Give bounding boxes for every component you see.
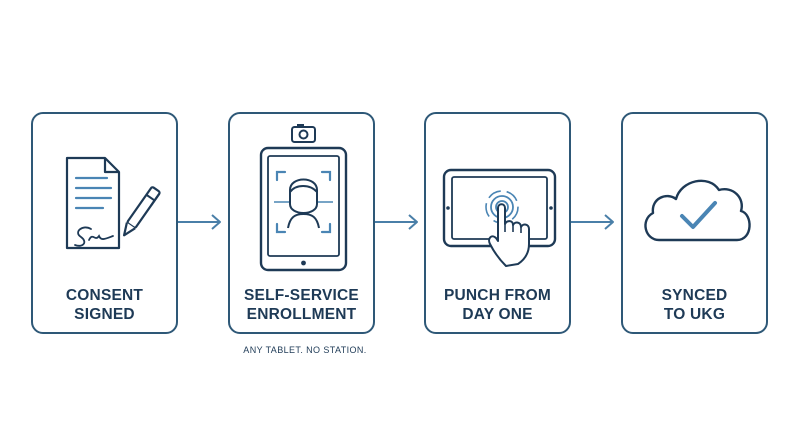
step-label-line: TO UKG	[663, 306, 726, 323]
step-label-line: SELF-SERVICE	[244, 287, 359, 304]
step-label-line: DAY ONE	[462, 306, 533, 323]
step-card-consent-signed: CONSENT SIGNED	[31, 112, 178, 334]
tablet-face-scan-icon	[259, 124, 348, 272]
signed-document-icon	[65, 156, 161, 250]
arrow-right-icon	[375, 214, 418, 230]
step-label: PUNCH FROM DAY ONE	[426, 286, 569, 324]
hand-tapping-tablet-icon	[442, 168, 557, 267]
step-label-line: CONSENT	[65, 287, 144, 304]
step-card-synced-to-ukg: SYNCED TO UKG	[621, 112, 768, 334]
step-label-line: ENROLLMENT	[246, 306, 357, 323]
camera-icon	[291, 124, 316, 143]
step-label-line: SIGNED	[74, 306, 135, 323]
step-note: ANY TABLET. NO STATION.	[243, 345, 367, 355]
step-label-line: SYNCED	[661, 287, 728, 304]
arrow-right-icon	[571, 214, 614, 230]
step-label: CONSENT SIGNED	[33, 286, 176, 324]
arrow-right-icon	[178, 214, 221, 230]
step-card-self-service-enrollment: SELF-SERVICE ENROLLMENT	[228, 112, 375, 334]
step-label: SYNCED TO UKG	[623, 286, 766, 324]
cloud-check-icon	[644, 179, 751, 242]
step-label: SELF-SERVICE ENROLLMENT	[230, 286, 373, 324]
step-card-punch-from-day-one: PUNCH FROM DAY ONE	[424, 112, 571, 334]
step-label-line: PUNCH FROM	[443, 287, 552, 304]
